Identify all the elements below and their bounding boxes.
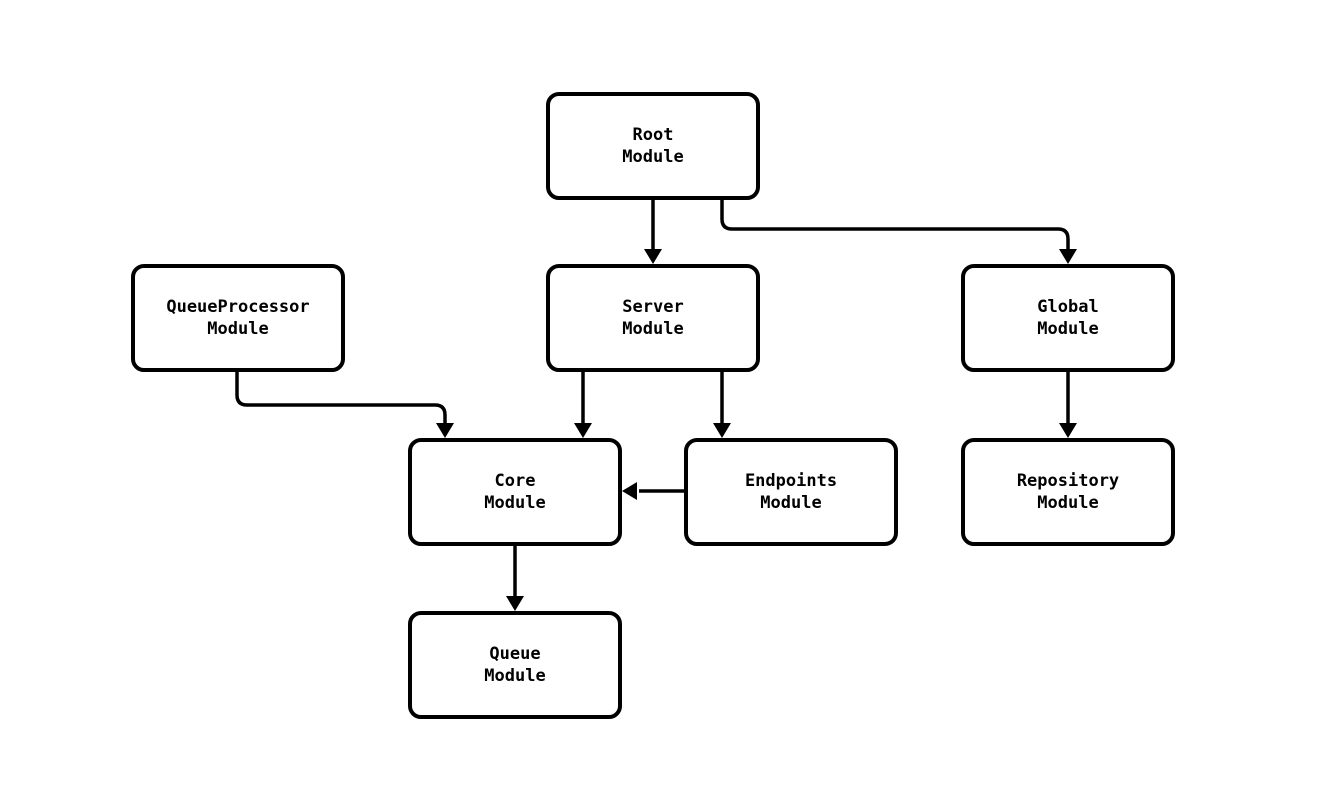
- edge-global-to-repository-arrowhead-icon: [1059, 423, 1077, 438]
- edge-queueprocessor-to-core-arrowhead-icon: [436, 423, 454, 438]
- repository-module-node-box[interactable]: [961, 438, 1175, 546]
- edge-server-to-endpoints: [713, 370, 731, 438]
- core-module-node-label: Core: [495, 471, 536, 491]
- queueprocessor-module-node-sublabel: Module: [207, 319, 268, 339]
- edge-endpoints-to-core-arrowhead-icon: [622, 482, 637, 500]
- repository-module-node-label: Repository: [1017, 471, 1119, 491]
- queue-module-node-sublabel: Module: [484, 666, 545, 686]
- root-module-node-sublabel: Module: [622, 147, 683, 167]
- edge-core-to-queue-arrowhead-icon: [506, 596, 524, 611]
- endpoints-module-node-label: Endpoints: [745, 471, 837, 491]
- edge-root-to-server-arrowhead-icon: [644, 249, 662, 264]
- nodes-layer: RootModuleQueueProcessorModuleServerModu…: [131, 92, 1175, 719]
- root-module-node-label: Root: [633, 125, 674, 145]
- endpoints-module-node-sublabel: Module: [760, 493, 821, 513]
- server-module-node-sublabel: Module: [622, 319, 683, 339]
- edge-root-to-global-line: [720, 198, 1070, 249]
- edge-queueprocessor-to-core-line: [235, 370, 447, 423]
- queueprocessor-module-node-label: QueueProcessor: [166, 297, 309, 317]
- repository-module-node-sublabel: Module: [1037, 493, 1098, 513]
- edge-root-to-global-arrowhead-icon: [1059, 249, 1077, 264]
- edges-layer: [235, 198, 1077, 611]
- queueprocessor-module-node-box[interactable]: [131, 264, 345, 372]
- queue-module-node-box[interactable]: [408, 611, 622, 719]
- global-module-node-box[interactable]: [961, 264, 1175, 372]
- edge-queueprocessor-to-core: [235, 370, 454, 438]
- server-module-node-box[interactable]: [546, 264, 760, 372]
- edge-global-to-repository: [1059, 370, 1077, 438]
- server-module-node-label: Server: [622, 297, 683, 317]
- global-module-node-sublabel: Module: [1037, 319, 1098, 339]
- queue-module-node-label: Queue: [489, 644, 540, 664]
- root-module-node-box[interactable]: [546, 92, 760, 200]
- edge-server-to-core: [574, 370, 592, 438]
- endpoints-module-node-box[interactable]: [684, 438, 898, 546]
- edge-server-to-endpoints-arrowhead-icon: [713, 423, 731, 438]
- global-module-node-label: Global: [1037, 297, 1098, 317]
- core-module-node-box[interactable]: [408, 438, 622, 546]
- edge-endpoints-to-core: [622, 482, 686, 500]
- edge-server-to-core-arrowhead-icon: [574, 423, 592, 438]
- core-module-node-sublabel: Module: [484, 493, 545, 513]
- edge-root-to-global: [720, 198, 1077, 264]
- edge-root-to-server: [644, 198, 662, 264]
- edge-core-to-queue: [506, 544, 524, 611]
